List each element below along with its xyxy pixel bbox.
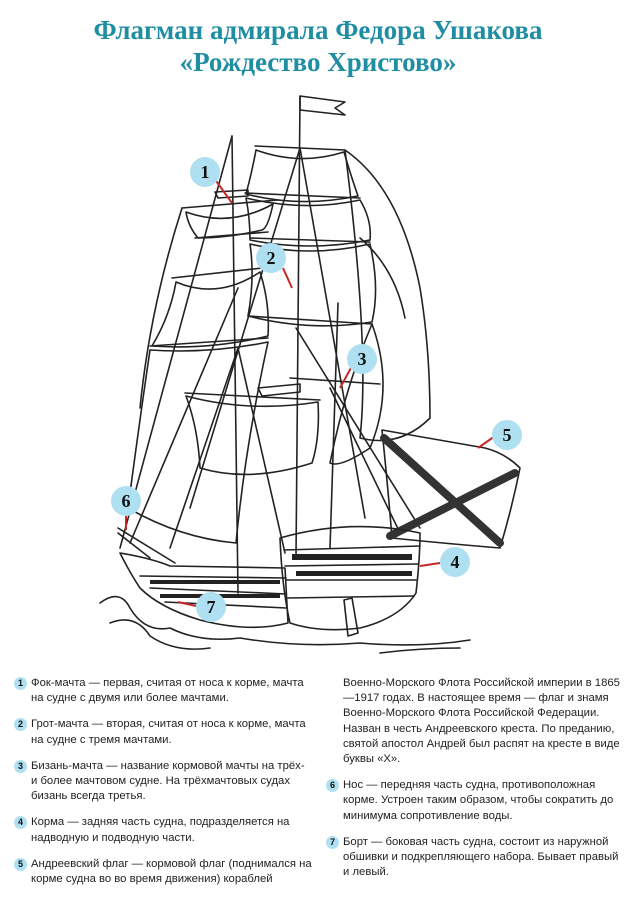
marker-4: 4	[440, 547, 470, 577]
legend-left-column: 1 Фок-мачта — первая, считая от носа к к…	[14, 676, 314, 898]
mizzen-mast	[329, 302, 339, 549]
title-line-1: Флагман адмирала Федора Ушакова	[93, 15, 543, 45]
legend-item: 2 Грот-мачта — вторая, считая от носа к …	[14, 717, 314, 747]
hull	[119, 552, 289, 629]
legend-number: 1	[14, 677, 27, 690]
stern	[279, 525, 421, 631]
marker-7: 7	[196, 592, 226, 622]
legend-right-column: Военно-Морского Флота Российской империи…	[326, 676, 626, 891]
fore-mast	[231, 135, 239, 594]
legend-item: 7 Борт — боковая часть судна, состоит из…	[326, 835, 626, 881]
legend-number: 6	[326, 779, 339, 793]
legend-item: 1 Фок-мачта — первая, считая от носа к к…	[14, 676, 314, 706]
ship-illustration	[99, 95, 521, 654]
legend-number: 7	[326, 835, 339, 849]
arrow-4	[419, 562, 441, 567]
title-line-2: «Рождество Христово»	[179, 47, 457, 77]
arrow-2	[282, 267, 293, 289]
marker-3: 3	[347, 344, 377, 374]
legend-item: 5 Андреевский флаг — кормовой флаг (подн…	[14, 857, 314, 887]
waves	[99, 595, 471, 646]
top-pennant	[299, 95, 346, 116]
legend-text: Нос — передняя часть судна, противополож…	[343, 779, 614, 822]
arrow-7	[177, 601, 197, 607]
marker-5: 5	[492, 420, 522, 450]
legend-number: 5	[14, 857, 27, 871]
legend-text: Борт — боковая часть судна, состоит из н…	[343, 835, 619, 879]
legend-number: 4	[14, 816, 27, 830]
legend-text: Андреевский флаг — кормовой флаг (подним…	[31, 857, 312, 886]
main-mast	[295, 95, 301, 559]
legend-continuation: Военно-Морского Флота Российской империи…	[343, 677, 620, 766]
page-title: Флагман адмирала Федора Ушакова «Рождест…	[0, 14, 636, 78]
legend-item: 3 Бизань-мачта — название кормовой мачты…	[14, 759, 314, 805]
legend-text: Фок-мачта — первая, считая от носа к кор…	[31, 677, 304, 705]
legend-number: 3	[14, 759, 27, 773]
st-andrew-flag	[381, 429, 521, 549]
arrow-1	[213, 177, 233, 204]
legend-text: Бизань-мачта — название кормовой мачты н…	[31, 759, 305, 803]
legend-number: 2	[14, 718, 27, 732]
marker-2: 2	[256, 243, 286, 273]
legend-item: 4 Корма — задняя часть судна, подразделя…	[14, 815, 314, 845]
legend-item: 6 Нос — передняя часть судна, противопол…	[326, 778, 626, 824]
legend-text: Грот-мачта — вторая, считая от носа к ко…	[31, 718, 306, 746]
arrow-3	[339, 365, 353, 389]
legend-text: Корма — задняя часть судна, подразделяет…	[31, 816, 290, 844]
marker-6: 6	[111, 486, 141, 516]
marker-1: 1	[190, 157, 220, 187]
